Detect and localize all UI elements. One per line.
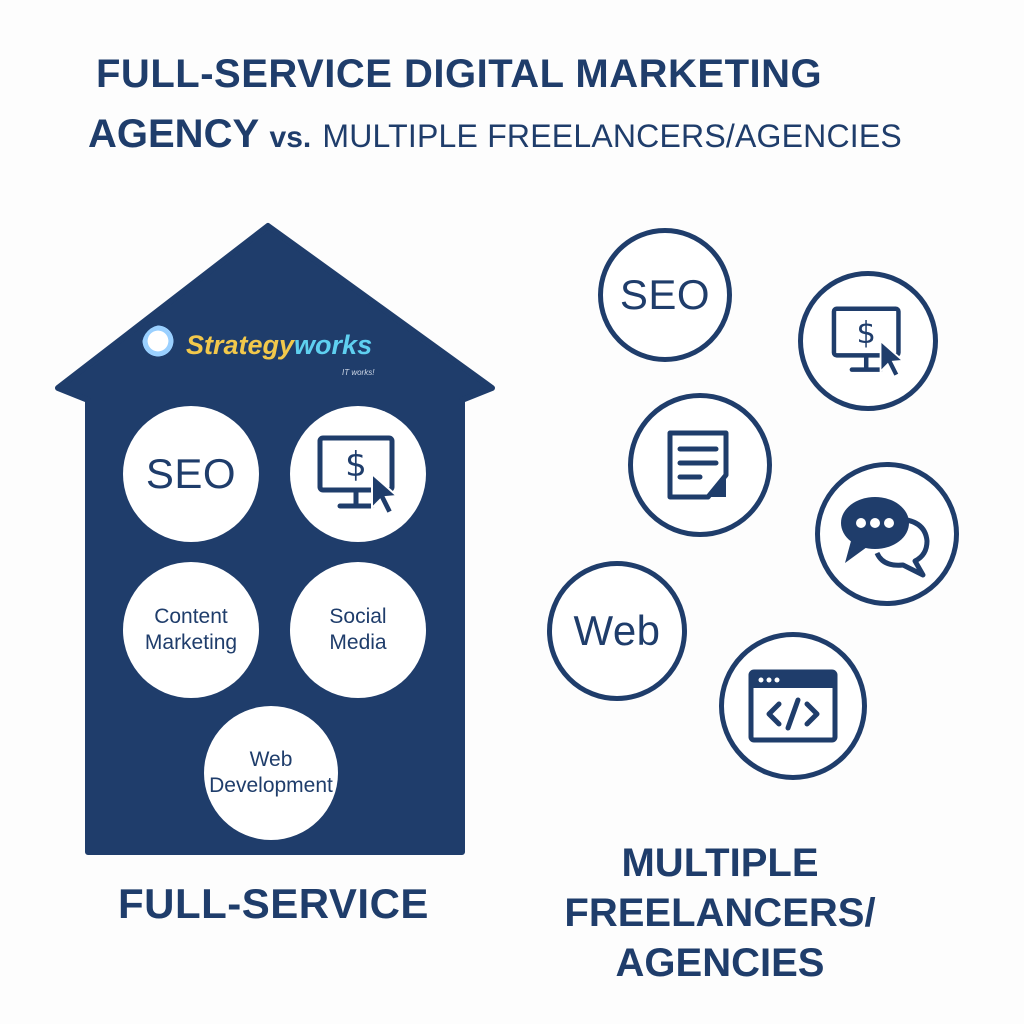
house-ppc-circle: $ — [290, 406, 426, 542]
title-line-1: FULL-SERVICE DIGITAL MARKETING — [96, 52, 823, 96]
house-web-development-label: Web Development — [209, 747, 333, 799]
full-service-label: FULL-SERVICE — [118, 880, 429, 927]
house-social-media-circle: Social Media — [290, 562, 426, 698]
multi-label-line-2: FREELANCERS/ — [564, 891, 876, 935]
code-window-icon — [748, 669, 838, 743]
title-agency: AGENCY — [88, 112, 259, 156]
title-freelancers: MULTIPLE FREELANCERS/AGENCIES — [322, 118, 902, 154]
freelancer-ppc-circle: $ — [798, 271, 938, 411]
logo-text: Strategyworks — [186, 330, 372, 361]
house-web-development-circle: Web Development — [204, 706, 338, 840]
logo-tagline: IT works! — [342, 368, 375, 377]
multi-label-line-3: AGENCIES — [615, 941, 825, 985]
monitor-dollar-cursor-icon: $ — [831, 306, 906, 379]
freelancer-seo-label: SEO — [619, 271, 711, 318]
web-line-1: Web — [249, 748, 293, 771]
logo-mark-icon — [142, 325, 182, 365]
house-content-marketing-label: Content Marketing — [145, 604, 237, 656]
freelancer-web-circle: Web — [547, 561, 687, 701]
content-line-1: Content — [154, 605, 228, 628]
content-line-2: Marketing — [144, 631, 238, 654]
freelancer-web-label: Web — [573, 607, 661, 654]
svg-text:$: $ — [857, 316, 876, 351]
house-content-marketing-circle: Content Marketing — [123, 562, 259, 698]
document-edit-icon — [667, 430, 729, 500]
freelancer-seo-circle: SEO — [598, 228, 732, 362]
multi-label-line-1: MULTIPLE — [621, 841, 819, 885]
svg-text:$: $ — [345, 445, 367, 485]
multiple-freelancers-label: MULTIPLE FREELANCERS/ AGENCIES — [540, 838, 900, 988]
freelancer-social-circle — [815, 462, 959, 606]
logo-text-works: works — [294, 329, 373, 360]
strategyworks-logo: Strategyworks — [142, 325, 372, 365]
house-seo-label: SEO — [145, 450, 237, 497]
chat-bubbles-icon — [841, 497, 930, 578]
house-social-media-label: Social Media — [329, 604, 386, 656]
freelancer-code-circle — [719, 632, 867, 780]
freelancer-content-circle — [628, 393, 772, 537]
web-line-2: Development — [209, 774, 333, 797]
monitor-dollar-cursor-icon: $ — [317, 435, 400, 516]
social-line-2: Media — [329, 631, 387, 654]
title-line-2: AGENCY vs. MULTIPLE FREELANCERS/AGENCIES — [88, 112, 902, 157]
social-line-1: Social — [329, 605, 387, 628]
house-seo-circle: SEO — [123, 406, 259, 542]
logo-text-strategy: Strategy — [186, 329, 295, 360]
title-vs: vs. — [269, 121, 312, 154]
